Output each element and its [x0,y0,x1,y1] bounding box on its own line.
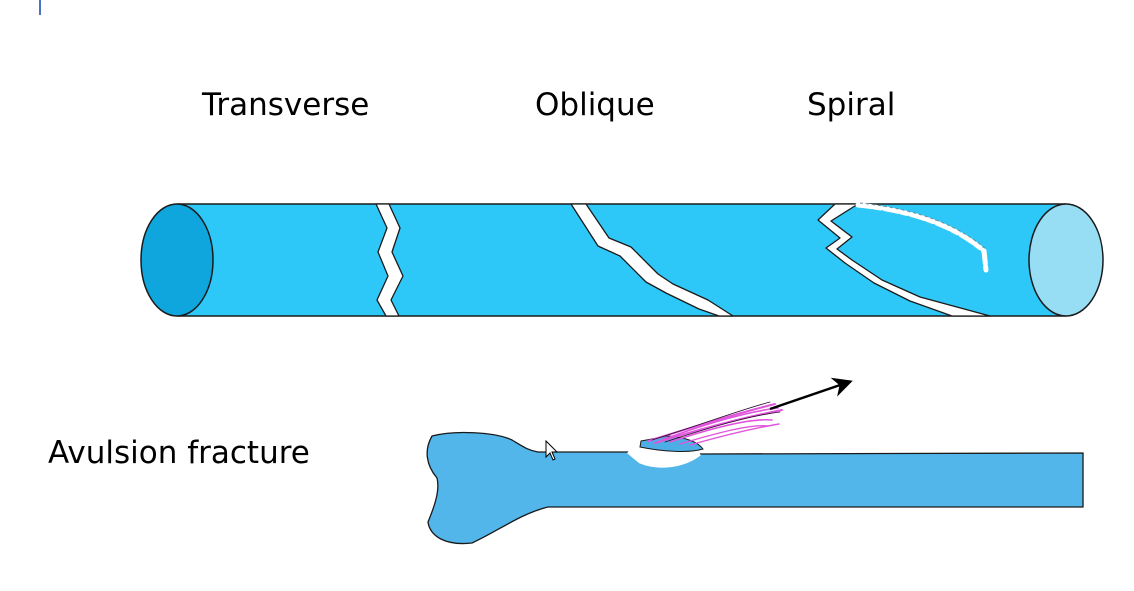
slide-accent-bar [39,0,41,15]
oblique-fracture [570,203,734,317]
spiral-fracture [817,202,991,317]
transverse-label: Transverse [202,87,370,123]
spiral-label: Spiral [807,87,896,123]
avulsion-bone-body [426,431,1084,545]
spiral-crack-back [855,202,989,273]
long-bone-shaft [140,203,1104,317]
tendon-fibers [647,401,783,446]
avulsion-fracture-label: Avulsion fracture [48,435,310,471]
pull-direction-arrow [769,377,853,411]
transverse-fracture [375,203,404,317]
mouse-cursor-icon [545,439,559,461]
avulsion-defect-edge [627,450,701,468]
shaft-left-end [140,203,214,317]
avulsion-bone [426,431,1084,545]
shaft-right-end [1028,203,1104,317]
oblique-label: Oblique [535,87,655,123]
